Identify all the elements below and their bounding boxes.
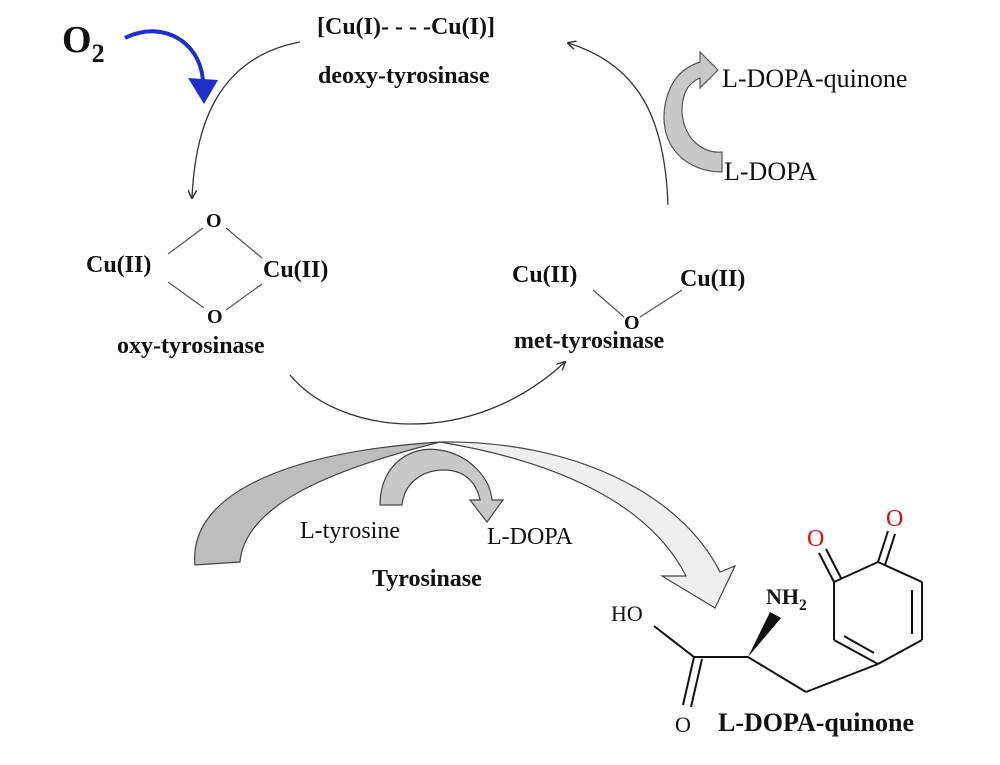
met-cu-right: Cu(II) — [680, 266, 746, 292]
large-left-arrow — [194, 441, 441, 566]
met-bond — [639, 289, 683, 318]
deoxy-name-label: deoxy-tyrosinase — [318, 63, 490, 89]
central-enzyme-label: Tyrosinase — [372, 566, 482, 592]
oxygen-label: O2 — [62, 18, 105, 69]
oxygen-binding-arrow — [124, 29, 206, 89]
met-name-label: met-tyrosinase — [514, 328, 665, 354]
oxy-bond — [167, 281, 205, 309]
oxy-cu-left: Cu(II) — [86, 252, 152, 278]
oxy-bond — [167, 227, 204, 255]
met-o-bridge: O — [624, 312, 640, 334]
large-right-arrow — [439, 441, 737, 609]
oxygen-subscript: 2 — [91, 39, 105, 68]
carbonyl-oxygen: O — [675, 712, 691, 737]
central-product-label: L-DOPA — [487, 524, 573, 550]
stereo-wedge-bond — [748, 612, 781, 657]
oxygen-symbol: O — [62, 19, 92, 61]
deoxy-to-oxy-arrow — [192, 41, 301, 198]
oxy-to-met-arrow — [289, 362, 565, 425]
oxy-o-top: O — [206, 210, 222, 232]
met-to-deoxy-arrow — [568, 43, 669, 206]
oxy-o-bottom: O — [207, 306, 223, 328]
ring-oxygen-left: O — [807, 526, 825, 552]
amine-label: NH2 — [766, 584, 807, 615]
met-cu-left: Cu(II) — [512, 262, 578, 288]
quinone-name-label: L-DOPA-quinone — [718, 708, 914, 737]
amine-subscript: 2 — [799, 597, 807, 614]
deoxy-complex-label: [Cu(I)- - - -Cu(I)] — [317, 14, 495, 40]
oxy-bond — [225, 227, 263, 259]
oxygen-binding-arrowhead — [188, 78, 218, 104]
oxy-bond — [225, 283, 263, 311]
central-small-arrow — [379, 448, 505, 524]
side-substrate-label: L-DOPA — [724, 157, 817, 186]
oxy-cu-right: Cu(II) — [263, 257, 329, 283]
central-substrate-label: L-tyrosine — [300, 518, 400, 544]
oxy-name-label: oxy-tyrosinase — [117, 333, 265, 359]
ring-oxygen-right: O — [886, 506, 904, 532]
quinone-structure — [653, 530, 923, 708]
amine-text: NH — [766, 584, 799, 609]
hydroxyl-label: HO — [611, 601, 643, 626]
met-bond — [592, 289, 625, 318]
side-product-label: L-DOPA-quinone — [722, 64, 908, 93]
side-reaction-arrow — [663, 50, 723, 173]
